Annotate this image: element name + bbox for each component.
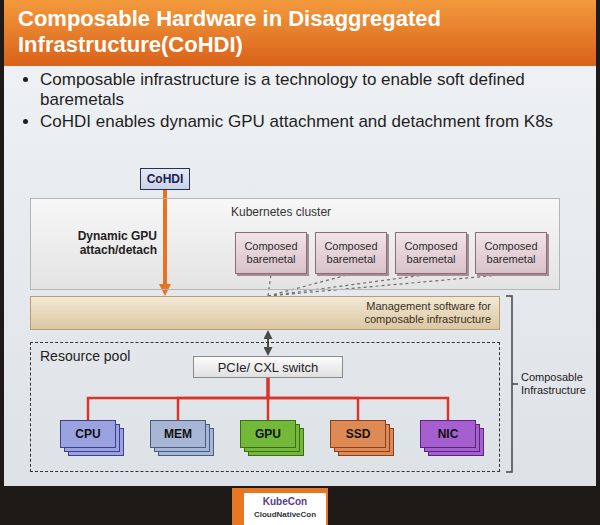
device-box: NIC [420, 420, 476, 448]
management-link [268, 274, 351, 296]
node-text: Management software for composable infra… [311, 300, 491, 326]
baremetal-box: Composed baremetal [315, 232, 387, 274]
node-text: PCIe/ CXL switch [218, 360, 319, 375]
switch-box: PCIe/ CXL switch [193, 356, 343, 378]
control-link [267, 339, 269, 347]
device-box: SSD [330, 420, 386, 448]
pcie-link [268, 378, 448, 420]
slide [4, 0, 596, 486]
node-text: MEM [164, 427, 192, 441]
cohdi-box: CoHDI [140, 168, 190, 190]
edge-label: Dynamic GPU attach/detach [35, 229, 157, 257]
node-text: Kubernetes cluster [231, 205, 331, 219]
cluster-plane-fill [30, 198, 560, 290]
bracket-label: Composable Infrastructure [521, 371, 595, 397]
bracket [506, 296, 518, 472]
podium-logo-text: CloudNativeCon [244, 510, 326, 520]
node-text: Composed baremetal [479, 240, 543, 266]
management-layer: Management software for composable infra… [30, 296, 500, 330]
node-text: SSD [346, 427, 371, 441]
bullet-list: Composable infrastructure is a technolog… [18, 70, 584, 134]
management-link [268, 274, 511, 296]
gpu-attach-arrow [163, 190, 167, 284]
management-link [268, 274, 431, 296]
node-text: Resource pool [40, 348, 130, 364]
device-box: GPU [240, 420, 296, 448]
baremetal-box: Composed baremetal [235, 232, 307, 274]
node-text: GPU [255, 427, 281, 441]
node-text: CoHDI [147, 172, 184, 186]
node-text: Composed baremetal [239, 240, 303, 266]
podium-logo-text: KubeCon [244, 496, 326, 508]
bullet-text: Composable infrastructure is a technolog… [40, 70, 584, 110]
pcie-link [178, 378, 268, 420]
title-band [4, 0, 596, 66]
management-link [268, 274, 271, 296]
baremetal-box: Composed baremetal [475, 232, 547, 274]
device-box: CPU [60, 420, 116, 448]
bullet-text: CoHDI enables dynamic GPU attachment and… [40, 112, 584, 132]
node-text: CPU [75, 427, 100, 441]
node-text: Composed baremetal [319, 240, 383, 266]
node-text: NIC [438, 427, 459, 441]
pcie-link [88, 378, 268, 420]
podium [232, 488, 328, 525]
slide-title: Composable Hardware in Disaggregated Inf… [18, 6, 578, 58]
baremetal-box: Composed baremetal [395, 232, 467, 274]
device-box: MEM [150, 420, 206, 448]
resource-pool: Resource poolPCIe/ CXL switchCPU MEM GPU SS… [30, 342, 500, 472]
podium-panel [244, 493, 326, 525]
node-text: Composed baremetal [399, 240, 463, 266]
